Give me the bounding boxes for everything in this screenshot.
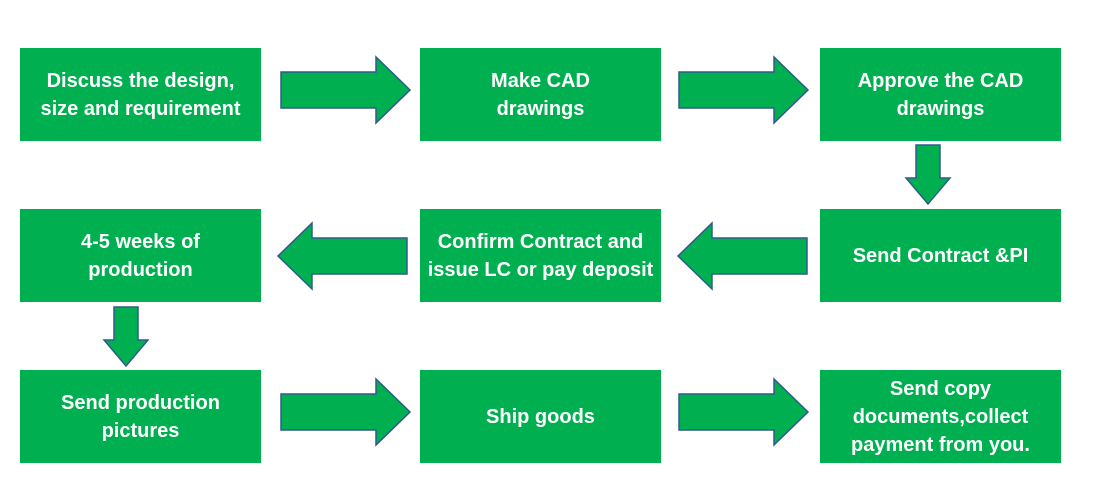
step-label: Make CAD drawings bbox=[491, 69, 590, 120]
right-arrow-icon bbox=[678, 55, 810, 125]
left-arrow-icon bbox=[276, 221, 408, 291]
step-make-cad: Make CAD drawings bbox=[420, 48, 661, 141]
right-arrow-icon bbox=[280, 377, 412, 447]
step-label: Send production pictures bbox=[61, 391, 220, 442]
step-label: Confirm Contract and issue LC or pay dep… bbox=[427, 230, 654, 281]
step-production: 4-5 weeks of production bbox=[20, 209, 261, 302]
step-ship-goods: Ship goods bbox=[420, 370, 661, 463]
down-arrow-icon bbox=[904, 144, 952, 206]
right-arrow-icon bbox=[678, 377, 810, 447]
right-arrow-icon bbox=[280, 55, 412, 125]
step-send-contract: Send Contract &PI bbox=[820, 209, 1061, 302]
step-label: Discuss the design, size and requirement bbox=[40, 69, 241, 120]
step-label: Approve the CAD drawings bbox=[857, 69, 1024, 120]
step-label: Send copy documents,collect payment from… bbox=[851, 377, 1030, 456]
left-arrow-icon bbox=[676, 221, 808, 291]
step-production-pictures: Send production pictures bbox=[20, 370, 261, 463]
step-send-documents: Send copy documents,collect payment from… bbox=[820, 370, 1061, 463]
down-arrow-icon bbox=[102, 306, 150, 368]
step-approve-cad: Approve the CAD drawings bbox=[820, 48, 1061, 141]
step-label: Send Contract &PI bbox=[852, 244, 1029, 267]
step-label: Ship goods bbox=[486, 405, 595, 428]
step-discuss-design: Discuss the design, size and requirement bbox=[20, 48, 261, 141]
step-confirm-contract: Confirm Contract and issue LC or pay dep… bbox=[420, 209, 661, 302]
step-label: 4-5 weeks of production bbox=[81, 230, 200, 281]
